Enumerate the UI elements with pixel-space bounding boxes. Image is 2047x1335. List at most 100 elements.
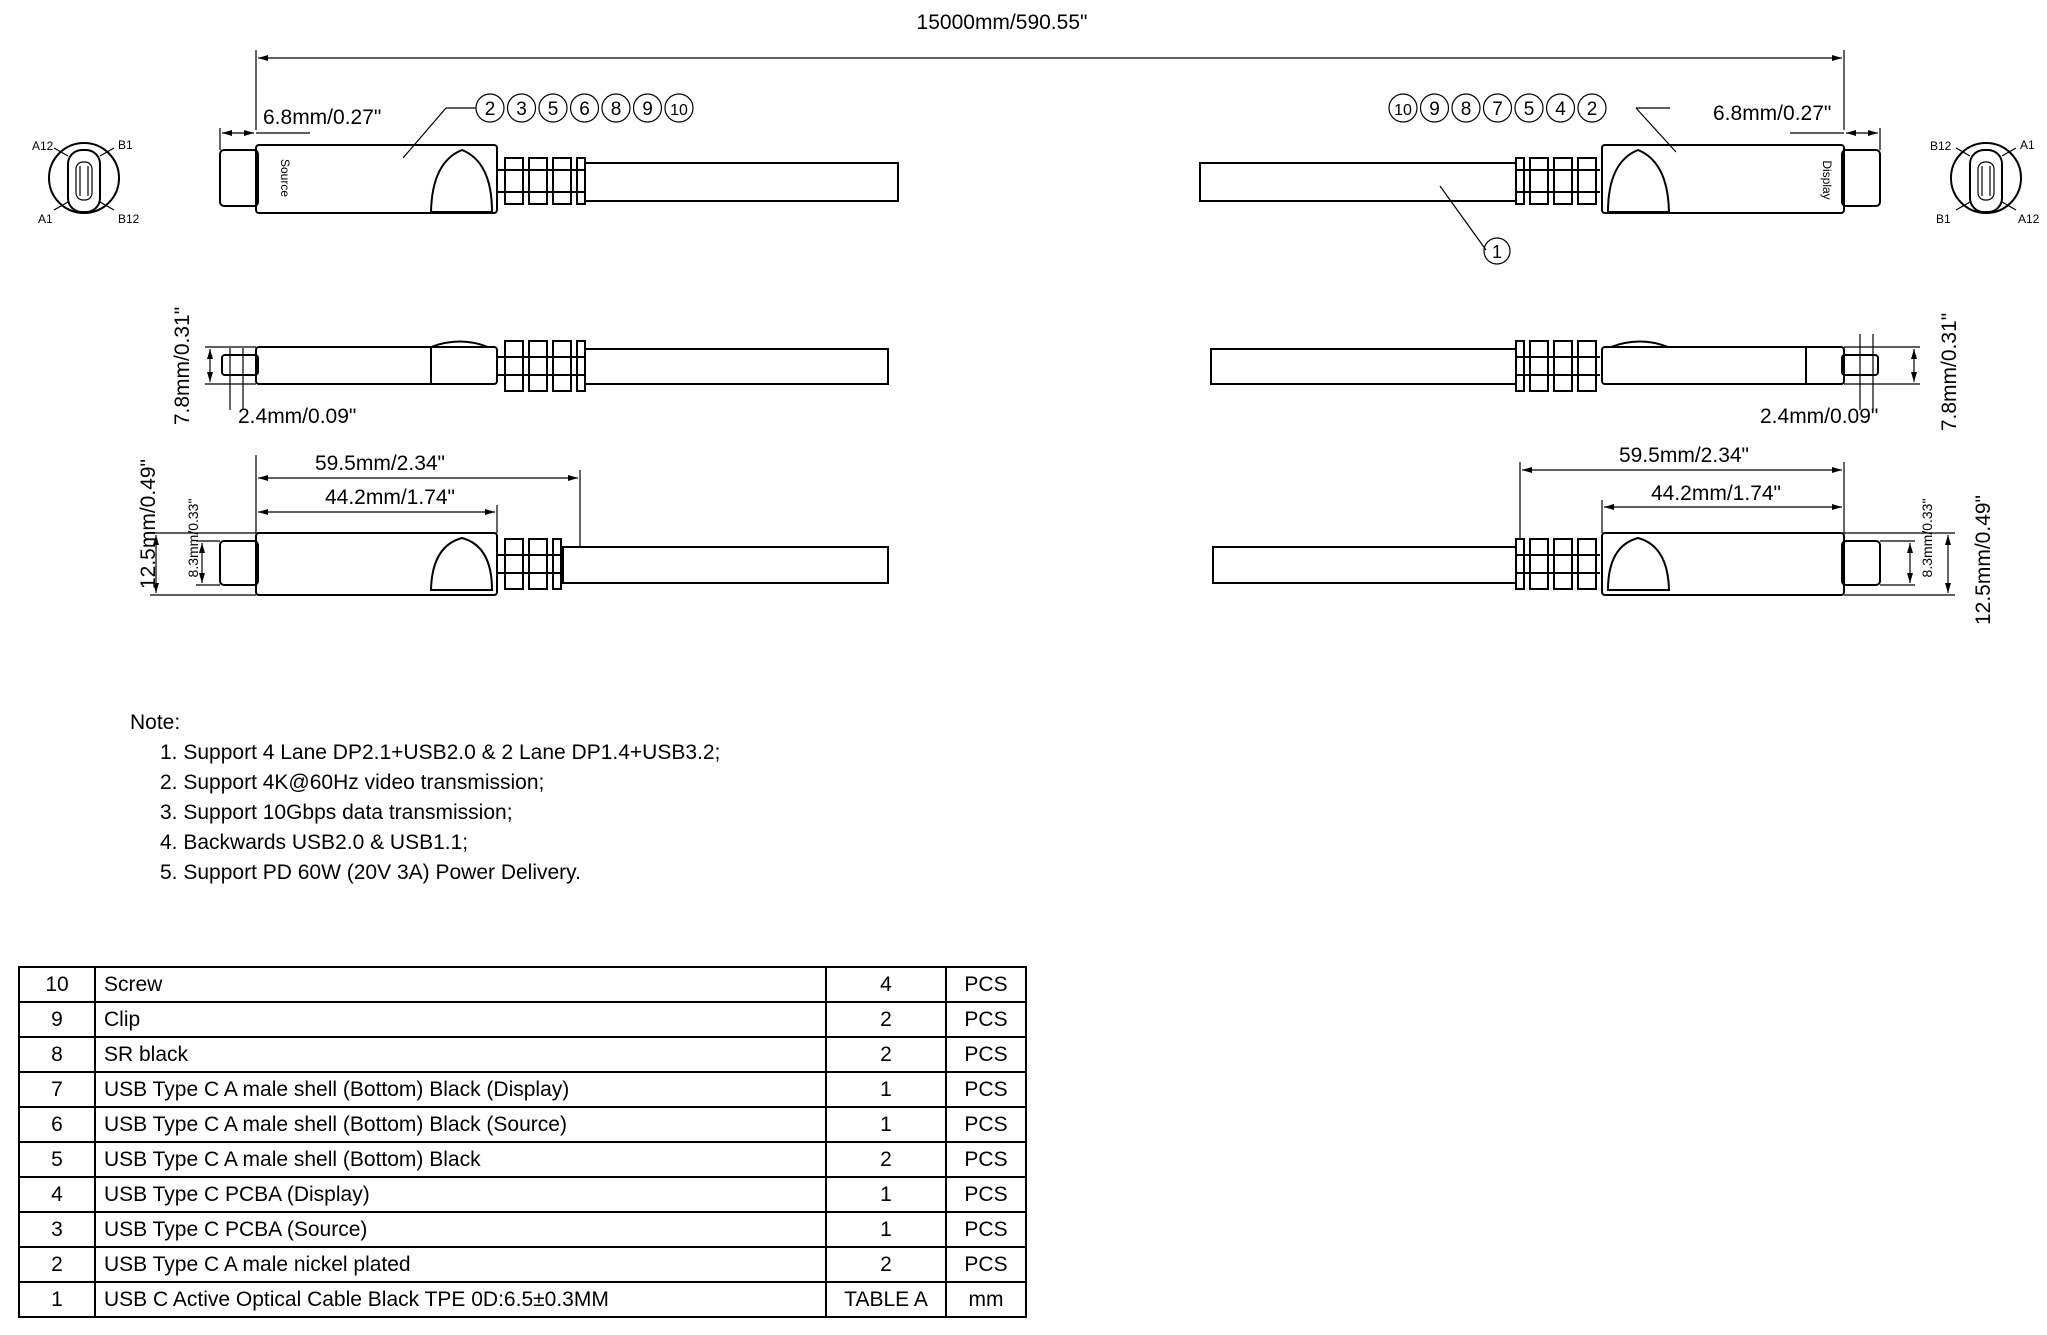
cable-balloon-label: 1 xyxy=(1492,242,1502,262)
note-item: 3. Support 10Gbps data transmission; xyxy=(160,801,513,824)
top-view-right-connector: Display 6.8mm/0.27" 1 xyxy=(1199,102,1881,265)
overmold-length-left-label: 59.5mm/2.34" xyxy=(315,452,445,475)
balloon-circle xyxy=(664,93,694,123)
table-row: 9 Clip 2 PCS xyxy=(18,1001,1027,1038)
balloon-number: 6 xyxy=(579,99,590,120)
pin-label: B1 xyxy=(1936,212,1951,226)
notes-list: 1. Support 4 Lane DP2.1+USB2.0 & 2 Lane … xyxy=(130,738,720,888)
table-row: 5 USB Type C A male shell (Bottom) Black… xyxy=(18,1141,1027,1178)
bill-of-materials-table: 10 Screw 4 PCS 9 Clip 2 PCS 8 SR black 2… xyxy=(18,966,1027,1318)
tip-length-right-label: 6.8mm/0.27" xyxy=(1713,102,1831,125)
item-number: 9 xyxy=(18,1001,96,1038)
balloon-number: 5 xyxy=(548,99,559,120)
item-description: USB Type C PCBA (Display) xyxy=(94,1176,827,1213)
table-row: 4 USB Type C PCBA (Display) 1 PCS xyxy=(18,1176,1027,1213)
balloon-circle xyxy=(1451,93,1481,123)
balloon-circle xyxy=(475,93,505,123)
end-face-right: B12 A1 B1 A12 xyxy=(1930,138,2040,226)
thickness-left-label: 7.8mm/0.31" xyxy=(171,307,194,425)
item-unit: mm xyxy=(945,1281,1027,1318)
item-unit: PCS xyxy=(945,1001,1027,1038)
pin-label: A1 xyxy=(38,212,53,226)
item-description: USB Type C A male shell (Bottom) Black (… xyxy=(94,1106,827,1143)
item-unit: PCS xyxy=(945,1036,1027,1073)
item-number: 3 xyxy=(18,1211,96,1248)
note-item: 4. Backwards USB2.0 & USB1.1; xyxy=(160,831,469,854)
balloon-number: 4 xyxy=(1555,99,1566,120)
bottom-view-left-connector: 59.5mm/2.34" 44.2mm/1.74" 12.5mm/0.49" 8… xyxy=(137,452,889,596)
balloon-number: 2 xyxy=(1587,99,1598,120)
item-number: 6 xyxy=(18,1106,96,1143)
width-right-label: 12.5mm/0.49" xyxy=(1972,495,1995,625)
item-quantity: 4 xyxy=(825,966,947,1003)
pin-label: A12 xyxy=(32,139,54,153)
item-description: USB Type C A male shell (Bottom) Black xyxy=(94,1141,827,1178)
balloon-circle xyxy=(601,93,631,123)
thickness-right-label: 7.8mm/0.31" xyxy=(1938,313,1961,431)
shell-length-right-label: 44.2mm/1.74" xyxy=(1651,482,1781,505)
plug-thickness-right-label: 2.4mm/0.09" xyxy=(1760,405,1878,428)
overmold-length-right-label: 59.5mm/2.34" xyxy=(1619,444,1749,467)
item-quantity: 2 xyxy=(825,1141,947,1178)
item-quantity: 1 xyxy=(825,1176,947,1213)
balloon-number: 2 xyxy=(485,99,496,120)
item-description: Clip xyxy=(94,1001,827,1038)
balloon-number: 7 xyxy=(1492,99,1503,120)
notes-title: Note: xyxy=(130,711,181,734)
overall-length-dimension: 15000mm/590.55" xyxy=(255,11,1845,130)
balloon-number: 5 xyxy=(1524,99,1535,120)
table-row: 3 USB Type C PCBA (Source) 1 PCS xyxy=(18,1211,1027,1248)
item-number: 7 xyxy=(18,1071,96,1108)
item-quantity: 1 xyxy=(825,1106,947,1143)
plug-width-left-label: 8.3mm/0.33" xyxy=(185,499,201,578)
pin-label: B12 xyxy=(118,212,140,226)
balloon-number: 9 xyxy=(1429,99,1440,120)
balloon-circle xyxy=(1419,93,1450,123)
side-view-right-connector: 7.8mm/0.31" 2.4mm/0.09" xyxy=(1210,313,1961,431)
item-number: 10 xyxy=(18,966,96,1003)
balloon-circle xyxy=(1388,93,1418,123)
table-row: 8 SR black 2 PCS xyxy=(18,1036,1027,1073)
balloon-circle xyxy=(632,93,663,123)
table-row: 2 USB Type C A male nickel plated 2 PCS xyxy=(18,1246,1027,1283)
display-label: Display xyxy=(1820,160,1834,199)
item-description: USB Type C PCBA (Source) xyxy=(94,1211,827,1248)
side-view-left-connector: 7.8mm/0.31" 2.4mm/0.09" xyxy=(171,307,889,428)
plug-width-right-label: 8.3mm/0.33" xyxy=(1919,499,1935,578)
balloon-circle xyxy=(1545,93,1576,123)
balloon-circle xyxy=(1482,93,1513,123)
balloon-circle xyxy=(538,93,568,123)
table-row: 1 USB C Active Optical Cable Black TPE 0… xyxy=(18,1281,1027,1318)
item-description: USB Type C A male nickel plated xyxy=(94,1246,827,1283)
item-quantity: 2 xyxy=(825,1246,947,1283)
table-row: 7 USB Type C A male shell (Bottom) Black… xyxy=(18,1071,1027,1108)
cable-drawing: 15000mm/590.55" A12 B1 A1 B12 B12 A1 B1 … xyxy=(32,11,2040,625)
item-number: 5 xyxy=(18,1141,96,1178)
notes: Note: 1. Support 4 Lane DP2.1+USB2.0 & 2… xyxy=(130,708,720,888)
note-item: 2. Support 4K@60Hz video transmission; xyxy=(160,771,545,794)
item-unit: PCS xyxy=(945,1141,1027,1178)
table-row: 6 USB Type C A male shell (Bottom) Black… xyxy=(18,1106,1027,1143)
shell-length-left-label: 44.2mm/1.74" xyxy=(325,486,455,509)
table-row: 10 Screw 4 PCS xyxy=(18,966,1027,1003)
balloon-circle xyxy=(506,93,537,123)
pin-label: B1 xyxy=(118,138,133,152)
balloon-number: 9 xyxy=(642,99,653,120)
source-label: Source xyxy=(278,159,292,197)
top-view-left-connector: Source 6.8mm/0.27" xyxy=(219,106,899,214)
balloon-number: 8 xyxy=(611,99,622,120)
balloon-number: 10 xyxy=(670,102,688,119)
pin-label: A12 xyxy=(2018,212,2040,226)
item-description: USB Type C A male shell (Bottom) Black (… xyxy=(94,1071,827,1108)
plug-thickness-left-label: 2.4mm/0.09" xyxy=(238,405,356,428)
item-quantity: TABLE A xyxy=(825,1281,947,1318)
balloon-number: 3 xyxy=(516,99,527,120)
width-left-label: 12.5mm/0.49" xyxy=(137,459,160,589)
item-unit: PCS xyxy=(945,1246,1027,1283)
balloon-circle xyxy=(1514,93,1544,123)
balloon-circle xyxy=(569,93,600,123)
